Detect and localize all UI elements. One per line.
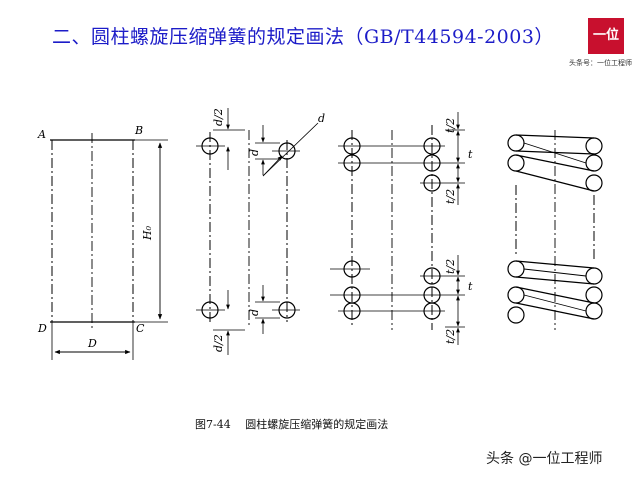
label-d-top: d — [248, 149, 261, 156]
label-a: A — [37, 128, 46, 141]
view-pitch-section — [330, 112, 465, 345]
label-t-2: t — [468, 280, 473, 293]
slide-title: 二、圆柱螺旋压缩弹簧的规定画法（GB/T44594-2003） — [52, 26, 554, 48]
view-outline — [50, 133, 168, 360]
label-d-half-bottom: d/2 — [212, 334, 225, 352]
label-d-leader: d — [318, 112, 325, 125]
logo-badge: 一位 — [588, 18, 624, 54]
label-d-corner: D — [37, 322, 47, 335]
label-d-half-top: d/2 — [212, 108, 225, 126]
view-coil-outline — [507, 130, 603, 330]
label-h0: H₀ — [141, 225, 154, 241]
logo-mark: 一位 — [592, 28, 619, 43]
label-t-half-3: t/2 — [444, 259, 457, 274]
source-credit: 头条 @一位工程师 — [486, 451, 603, 467]
view-end-coils — [196, 108, 319, 355]
label-d-bottom: d — [248, 309, 261, 316]
figure-caption: 图7-44 圆柱螺旋压缩弹簧的规定画法 — [195, 418, 389, 431]
label-t-half-1: t/2 — [444, 118, 457, 133]
label-t-half-4: t/2 — [444, 329, 457, 344]
label-c: C — [136, 322, 145, 335]
label-b: B — [134, 124, 143, 137]
logo-caption: 头条号：一位工程师 — [569, 59, 632, 67]
label-t-half-2: t/2 — [444, 189, 457, 204]
label-t-1: t — [468, 148, 473, 161]
label-d-diameter: D — [87, 337, 97, 350]
